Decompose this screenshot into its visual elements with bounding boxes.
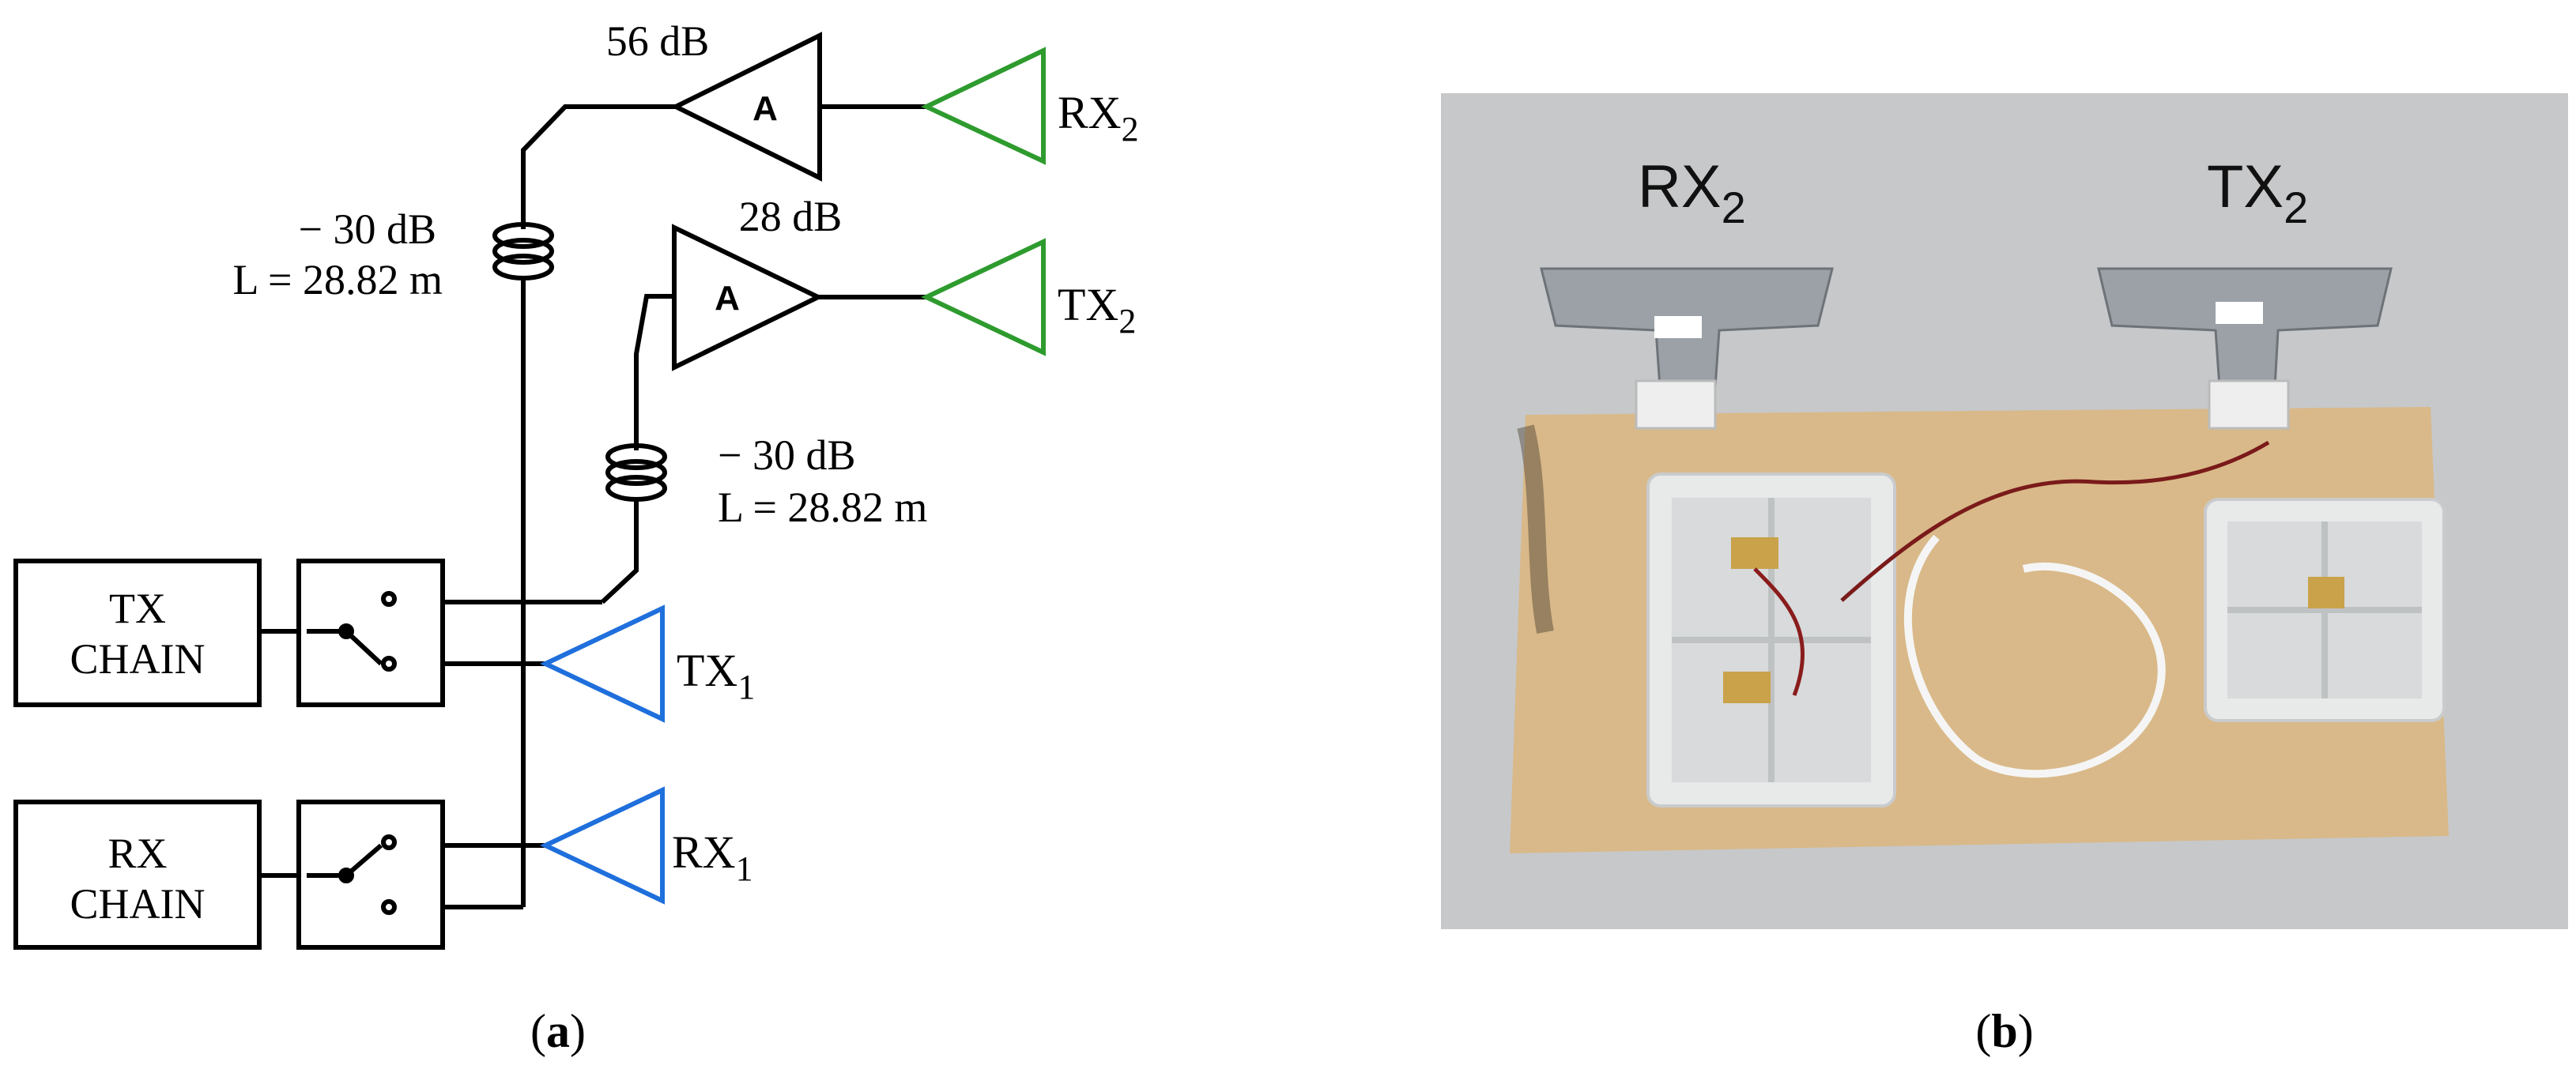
photo-rx2-label: RX2: [1638, 153, 1746, 232]
delay-line-coil-bottom: [605, 433, 667, 514]
rx2-antenna-icon: [920, 47, 1046, 165]
tx2-horn-antenna: [2097, 267, 2393, 430]
tx-switch: [296, 559, 445, 707]
caption-a: (a): [530, 1005, 586, 1057]
amp-top-gain-label: 56 dB: [606, 17, 710, 65]
coil-top-length: L = 28.82 m: [233, 256, 443, 303]
amplifier-top: A: [670, 32, 926, 182]
rx-chain-label-line1: RX: [107, 830, 167, 877]
tx1-label: TX1: [677, 645, 755, 706]
caption-b: (b): [1975, 1005, 2033, 1057]
usb-cable: [1903, 534, 2166, 778]
amplifier-top-label: A: [752, 89, 778, 128]
panel-b-photo: RX2 TX2 (b): [1441, 93, 2568, 1057]
rx2-enclosure: [1646, 472, 1896, 808]
panel-a-schematic: [13, 104, 676, 950]
tx2-antenna-icon: [920, 238, 1046, 356]
coil-top-attenuation: − 30 dB: [299, 205, 436, 253]
rx2-label: RX2: [1058, 87, 1139, 149]
delay-line-coil-top: [492, 213, 554, 299]
coil-bottom-attenuation: − 30 dB: [718, 431, 855, 479]
coil-bottom-length: L = 28.82 m: [718, 484, 927, 531]
power-cable: [1840, 440, 2270, 602]
rx2-horn-antenna: [1540, 267, 1834, 430]
rx-chain-label-line2: CHAIN: [70, 880, 206, 928]
amplifier-middle: A: [672, 224, 926, 371]
amp-middle-gain-label: 28 dB: [739, 193, 843, 240]
tx2-enclosure: [2204, 498, 2446, 722]
rx1-label: RX1: [672, 826, 753, 888]
tx-chain-label-line1: TX: [109, 585, 166, 632]
tx-chain-label-line2: CHAIN: [70, 635, 206, 683]
rx-switch: [296, 800, 445, 950]
tx1-antenna-icon: [539, 604, 665, 723]
photo-tx2-label: TX2: [2207, 153, 2308, 232]
tx2-label: TX2: [1058, 279, 1136, 341]
amplifier-middle-label: A: [715, 279, 740, 318]
rx1-antenna-icon: [539, 786, 665, 905]
tx-chain-box: [13, 559, 262, 707]
